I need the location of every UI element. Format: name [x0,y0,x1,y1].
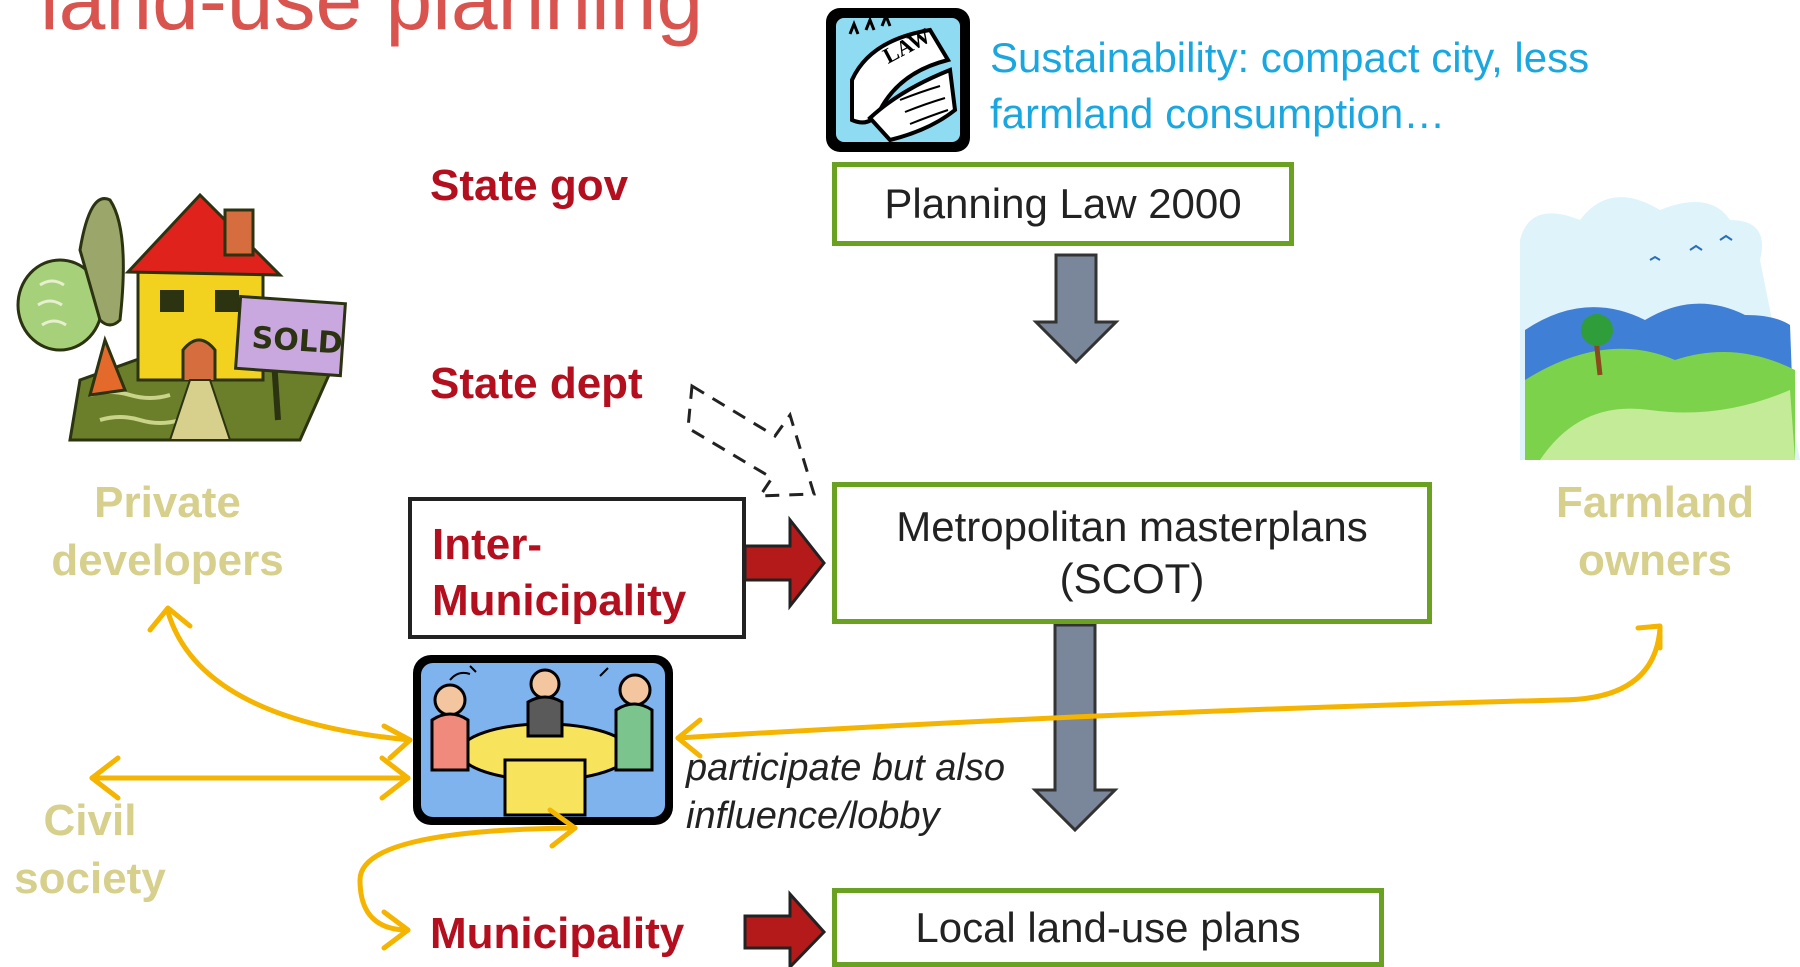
actor-farmland-owners: Farmland owners [1555,478,1755,585]
red-arrow-intermunicipality [743,515,826,611]
house-sold-icon: SOLD [16,192,347,442]
actor-inter-municipality: Inter- Municipality [432,520,687,625]
house-sign-label: SOLD [251,320,344,361]
actor-civil-society: Civil society [14,796,166,903]
lobby-arrow-developers [147,605,413,761]
lobby-arrow-farmland [675,623,1663,759]
lobby-arrow-civil-society [89,755,411,801]
sustainability-note: Sustainability: compact city, less farml… [990,34,1590,137]
law-icon: LAW [826,8,970,152]
inter-municipality-box: Inter- Municipality [408,497,746,639]
flow-arrow-metro-to-local [1031,623,1119,833]
flow-arrow-law-to-metro [1032,253,1120,365]
lobby-arrow-municipality [357,807,578,951]
dashed-arrow-state-dept [686,383,817,498]
page-title: land-use planning [40,0,704,47]
red-arrow-municipality [743,890,827,967]
metro-masterplans-box: Metropolitan masterplans (SCOT) [832,482,1432,624]
actor-private-developers: Private developers [51,478,284,585]
meeting-table-icon [413,655,673,825]
lobby-note: participate but also influence/lobby [686,747,1005,837]
actor-state-gov: State gov [430,161,629,210]
actor-municipality: Municipality [430,909,685,958]
farmland-landscape-icon [1520,197,1800,460]
planning-law-box: Planning Law 2000 [832,162,1294,246]
local-plans-box: Local land-use plans [832,888,1384,967]
actor-state-dept: State dept [430,359,643,408]
